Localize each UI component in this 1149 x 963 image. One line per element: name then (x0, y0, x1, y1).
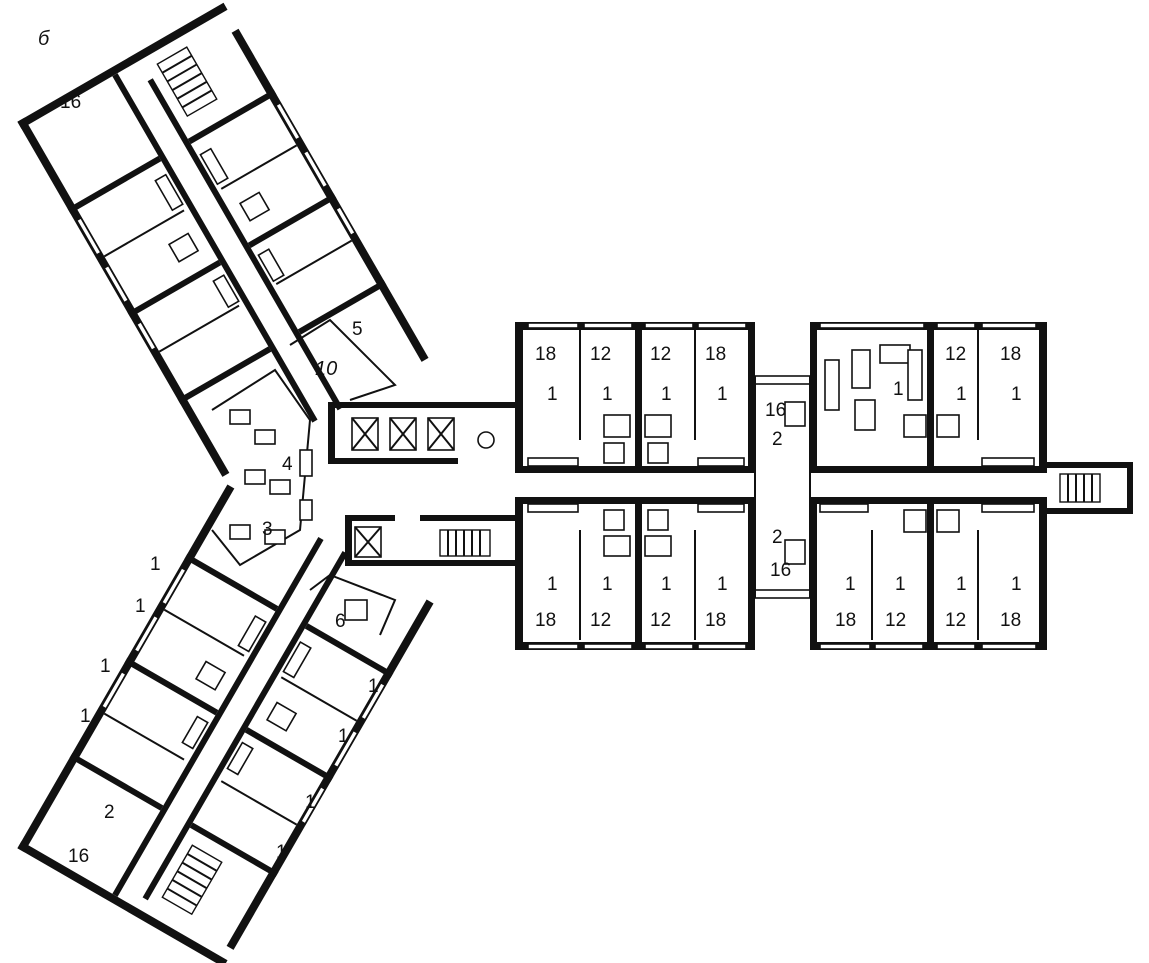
room-number-label: 1 (305, 792, 316, 813)
figure-letter: б (38, 28, 50, 50)
room-number-label: 1 (150, 554, 161, 575)
figure-labels: б 18 1 12 1 12 1 18 1 16 2 1 12 1 18 1 1… (38, 28, 1022, 867)
room-area-label: 12 (885, 610, 906, 631)
room-number-label: 1 (602, 574, 613, 595)
room-number-label: 1 (893, 379, 904, 400)
room-4-label: 4 (282, 454, 293, 475)
room-6-label: 6 (335, 611, 346, 632)
room-area-label: 16 (770, 560, 791, 581)
room-area-label: 18 (535, 344, 556, 365)
central-core (328, 402, 520, 566)
room-number-label: 1 (1011, 384, 1022, 405)
room-area-label: 12 (590, 610, 611, 631)
room-number-label: 1 (100, 656, 111, 677)
room-number-label: 1 (717, 574, 728, 595)
north-end-room-area: 16 (60, 92, 81, 113)
room-3-label: 3 (262, 519, 273, 540)
room-area-label: 12 (650, 344, 671, 365)
south-wing (17, 484, 434, 963)
room-number-label: 1 (661, 384, 672, 405)
room-number-label: 1 (956, 384, 967, 405)
room-area-label: 12 (590, 344, 611, 365)
room-number-label: 1 (547, 384, 558, 405)
room-number-label: 2 (772, 429, 783, 450)
room-area-label: 16 (765, 400, 786, 421)
room-area-label: 12 (945, 610, 966, 631)
hub-lounge (211, 318, 397, 636)
room-number-label: 1 (845, 574, 856, 595)
room-number-label: 1 (717, 384, 728, 405)
room-number-label: 1 (602, 384, 613, 405)
south-end-room-area: 16 (68, 846, 89, 867)
room-10-label: 10 (315, 358, 337, 380)
room-area-label: 12 (650, 610, 671, 631)
room-area-label: 18 (835, 610, 856, 631)
room-area-label: 18 (535, 610, 556, 631)
room-number-label: 1 (547, 574, 558, 595)
room-5-label: 5 (352, 319, 363, 340)
room-number-label: 1 (1011, 574, 1022, 595)
room-number-label: 1 (135, 596, 146, 617)
east-wing (515, 322, 1133, 650)
room-number-label: 1 (338, 726, 349, 747)
room-area-label: 18 (1000, 344, 1021, 365)
room-area-label: 18 (705, 344, 726, 365)
room-number-label: 2 (772, 527, 783, 548)
room-area-label: 18 (705, 610, 726, 631)
room-number-label: 1 (276, 842, 287, 863)
room-number-label: 1 (80, 706, 91, 727)
room-number-label: 1 (661, 574, 672, 595)
south-end-room-number: 2 (104, 802, 115, 823)
room-area-label: 12 (945, 344, 966, 365)
room-number-label: 1 (368, 676, 379, 697)
room-area-label: 18 (1000, 610, 1021, 631)
north-wing (17, 2, 429, 477)
room-number-label: 1 (895, 574, 906, 595)
room-number-label: 1 (956, 574, 967, 595)
